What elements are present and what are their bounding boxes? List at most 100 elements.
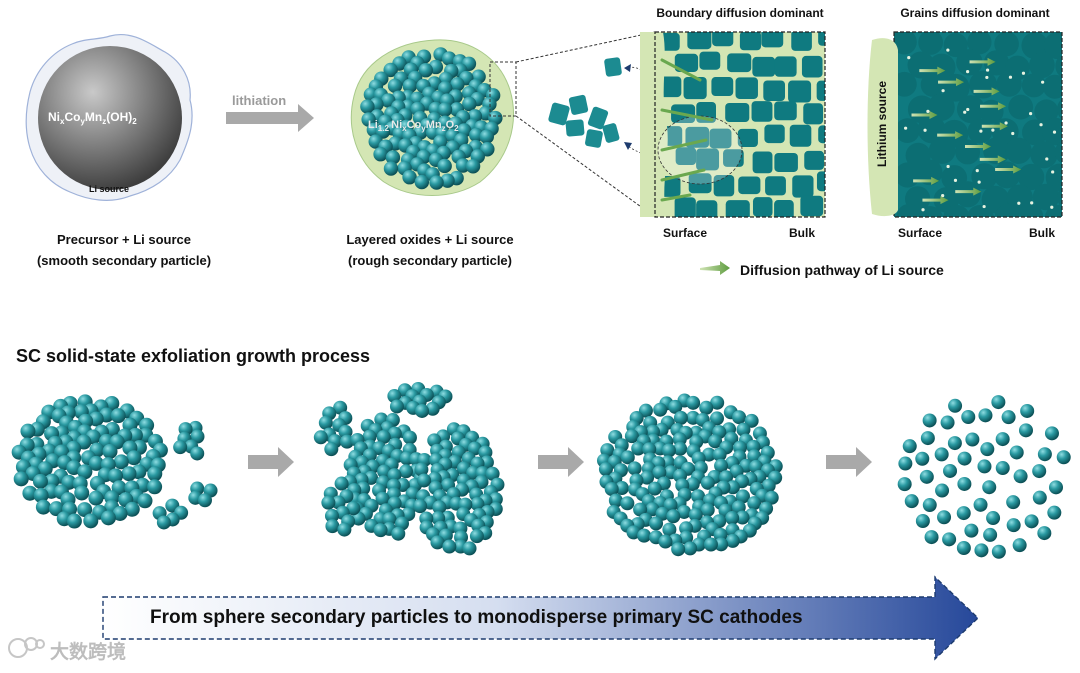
stage4-ball [920,470,934,484]
stage4-ball [964,524,978,538]
grain-gap [923,129,926,132]
boundary-panel [640,28,881,245]
boundary-grain-cell [727,53,751,72]
grain-cell [943,205,970,232]
stage4-ball [986,511,1000,525]
stage4-ball [982,480,996,494]
stage2-ball [442,540,456,554]
stage1-ball [88,491,103,506]
boundary-grain-cell [761,29,783,48]
grain-gap [1017,202,1020,205]
boundary-grain-cell [675,197,696,219]
stage4-ball [943,464,957,478]
stage4-ball [974,543,988,557]
boundary-grain-cell [764,225,786,243]
detach-arrowhead [624,64,631,72]
stage3-ball [620,496,634,510]
layered-grain-ball [373,147,387,161]
boundary-grain-cell [818,125,842,143]
boundary-grain-cell [774,101,797,120]
stage4-ball [898,457,912,471]
grain-gap [904,127,907,130]
boundary-grain-cell [737,221,761,242]
layered-grain-ball [438,102,452,116]
caption-mid-line1: Layered oxides + Li source [346,232,513,247]
boundary-grain-cell [844,177,864,199]
stage2-ball [413,499,427,513]
stage4-ball [996,432,1010,446]
stage2-ball [430,535,444,549]
stage4-ball [935,484,949,498]
boundary-grain-cell [845,29,869,51]
boundary-grain-cell [791,30,812,51]
boundary-grain-cell [740,31,761,50]
boundary-grain-cell [843,127,867,145]
grain-gap [1022,72,1025,75]
watermark-text: 大数跨境 [50,637,126,664]
boundary-grain-cell [753,151,773,173]
grain-gap [946,48,949,51]
stage2-ball [325,519,339,533]
boundary-grain-cell [832,103,854,122]
boundary-grain-cell [788,81,811,103]
boundary-grain-cell [803,103,823,124]
section-title: SC solid-state exfoliation growth proces… [16,346,370,367]
stage-2-fragmenting-particle [314,382,505,555]
layered-grain-ball [466,159,480,173]
stage3-ball [671,542,685,556]
boundary-grain-cell [774,153,798,172]
stage3-ball [699,401,713,415]
stage3-ball [683,541,697,555]
stage3-ball [704,538,718,552]
stage2-ball [374,523,388,537]
grains-surface-label: Surface [898,226,942,240]
lithiation-label: lithiation [232,93,286,108]
stage-4-monodisperse-particles [898,395,1071,559]
boundary-grain-cell [764,125,784,143]
grain-gap [986,68,989,71]
grain-gap [976,169,979,172]
stage1-ball [102,444,117,459]
stage4-ball [1045,426,1059,440]
stage4-ball [1020,404,1034,418]
grain-gap [954,179,957,182]
stage4-ball [978,408,992,422]
grain-cell [966,205,994,233]
grain-gap [926,110,929,113]
stage4-ball [1006,495,1020,509]
boundary-grain-cell [736,77,758,99]
stage4-ball [935,447,949,461]
stage4-ball [923,498,937,512]
detached-grain [604,57,622,77]
stage3-ball [674,411,688,425]
layered-grain-ball [480,129,494,143]
stage2-ball [403,431,417,445]
stage4-ball [1002,410,1016,424]
boundary-grain-cell [818,223,840,243]
grains-bulk-label: Bulk [1029,226,1055,240]
grain-gap [963,111,966,114]
boundary-highlight [658,116,742,184]
stage4-ball [1007,518,1021,532]
stage4-ball [1057,450,1071,464]
stage4-ball [1047,506,1061,520]
boundary-grain-cell [831,200,851,220]
stage-1-secondary-particle [12,394,218,529]
detached-grain [565,119,584,137]
grain-cell [994,162,1021,189]
stage4-ball [1038,447,1052,461]
layered-grain-ball [429,175,443,189]
grain-cell [918,30,943,55]
stage2-ball [417,473,431,487]
stage2-ball [463,541,477,555]
grain-gap [1011,132,1014,135]
stage3-ball [732,410,746,424]
boundary-grain-cell [699,52,720,70]
boundary-grain-cell [790,125,812,147]
grain-gap [941,89,944,92]
stage-arrow-3 [826,447,872,477]
legend-text: Diffusion pathway of Li source [740,262,944,278]
boundary-grain-cell [829,52,850,73]
stage2-ball [391,527,405,541]
boundary-grain-cell [752,57,775,77]
